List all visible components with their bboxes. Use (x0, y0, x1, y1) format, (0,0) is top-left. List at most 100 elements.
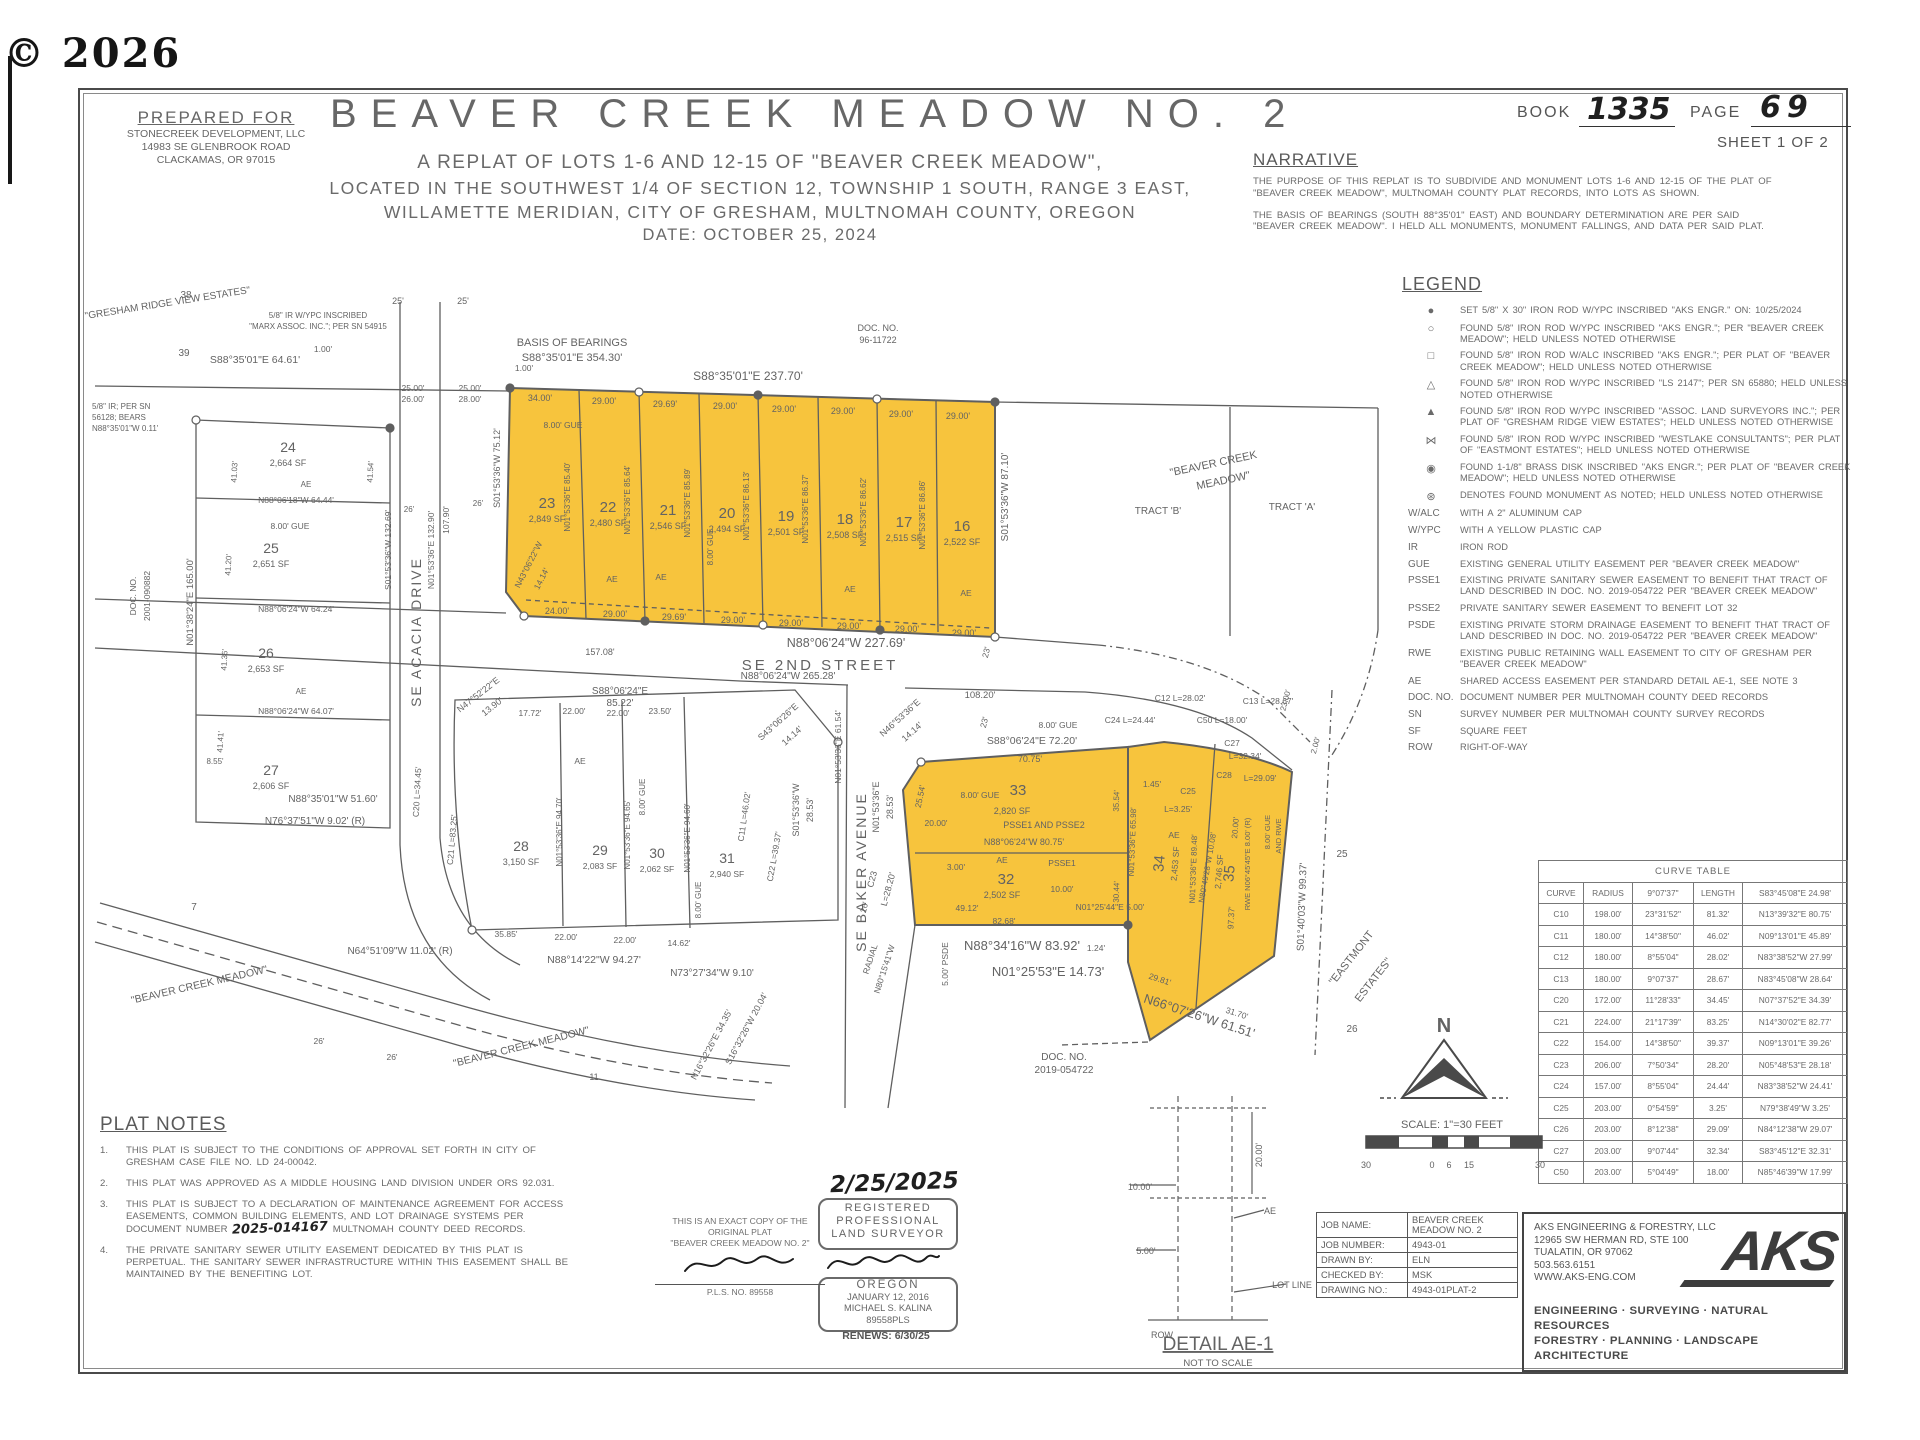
legend-items: ●SET 5/8" X 30" IRON ROD W/YPC INSCRIBED… (1402, 305, 1852, 754)
curve-table-cell: 5°04'49" (1632, 1161, 1694, 1184)
firm-address-line: AKS ENGINEERING & FORESTRY, LLC (1534, 1222, 1716, 1233)
legend-item-text: FOUND 5/8" IRON ROD W/ALC INSCRIBED "AKS… (1460, 350, 1831, 372)
page-value: 69 (1760, 90, 1814, 125)
narrative-heading: NARRATIVE (1253, 150, 1359, 169)
legend-item: △FOUND 5/8" IRON ROD W/YPC INSCRIBED "LS… (1402, 378, 1852, 400)
job-table-value: 4943-01 (1407, 1237, 1518, 1253)
curve-table-cell: 29.09' (1693, 1118, 1743, 1141)
legend-item-text: FOUND 5/8" IRON ROD W/YPC INSCRIBED "ASS… (1460, 406, 1841, 428)
pls-number: P.L.S. NO. 89558 (655, 1284, 825, 1298)
plat-note-text: THIS PLAT IS SUBJECT TO A DECLARATION OF… (126, 1199, 564, 1238)
legend-item-text: EXISTING GENERAL UTILITY EASEMENT PER "B… (1460, 558, 1800, 569)
legend-item: IR IRON ROD (1402, 542, 1852, 553)
legend-symbol-icon: ◉ (1426, 463, 1436, 476)
curve-table-cell: 0°54'59" (1632, 1096, 1694, 1119)
legend-item-text: SURVEY NUMBER PER MULTNOMAH COUNTY SURVE… (1460, 709, 1765, 720)
curve-table-cell: 39.37' (1693, 1032, 1743, 1055)
legend-symbol-icon: ⋈ (1425, 435, 1437, 448)
legend-item-text: EXISTING PRIVATE STORM DRAINAGE EASEMENT… (1460, 619, 1830, 642)
page-label: PAGE (1690, 104, 1742, 121)
curve-table-header-cell: 9°07'37" (1632, 881, 1694, 904)
legend-item-text: DENOTES FOUND MONUMENT AS NOTED; HELD UN… (1460, 489, 1823, 500)
curve-table-cell: 28.02' (1693, 946, 1743, 969)
plat-note-number: 1. (100, 1145, 109, 1156)
legend-item: ●SET 5/8" X 30" IRON ROD W/YPC INSCRIBED… (1402, 305, 1852, 317)
curve-table-cell: 24.44' (1693, 1075, 1743, 1098)
legend-symbol-icon: ▲ (1425, 406, 1437, 419)
legend-symbol-icon: △ (1426, 379, 1436, 392)
job-table-row: JOB NAME:BEAVER CREEK MEADOW NO. 2 (1316, 1212, 1518, 1238)
curve-table-cell: N07°37'52"E 34.39' (1742, 989, 1848, 1012)
legend-item-text: FOUND 1-1/8" BRASS DISK INSCRIBED "AKS E… (1460, 462, 1851, 484)
legend-abbreviation: PSDE (1408, 619, 1436, 631)
prepared-for-line: 14983 SE GLENBROOK ROAD (141, 141, 291, 153)
curve-table-header-cell: CURVE (1538, 881, 1584, 904)
curve-table-cell: 34.45' (1693, 989, 1743, 1012)
curve-table-cell: C11 (1538, 924, 1584, 947)
title-subtitle-line: A REPLAT OF LOTS 1-6 AND 12-15 OF "BEAVE… (417, 152, 1103, 173)
curve-table-cell: 14°38'50" (1632, 1032, 1694, 1055)
curve-table-cell: N14°30'02"E 82.77' (1742, 1010, 1848, 1033)
firm-address-line: 12965 SW HERMAN RD, STE 100 (1534, 1234, 1689, 1246)
curve-table-header-cell: LENGTH (1693, 881, 1743, 904)
legend-item-text: IRON ROD (1460, 541, 1508, 552)
legend-item-text: WITH A 2" ALUMINUM CAP (1460, 508, 1582, 519)
firm-address-line: TUALATIN, OR 97062 (1534, 1247, 1633, 1259)
curve-table-cell: C20 (1538, 989, 1584, 1012)
job-table-value: MSK (1407, 1267, 1518, 1283)
stamp-line: PROFESSIONAL (836, 1215, 940, 1227)
curve-table-cell: N85°46'39"W 17.99' (1742, 1161, 1848, 1184)
curve-table-cell: 11°28'33" (1632, 989, 1694, 1012)
curve-table-cell: 203.00' (1583, 1096, 1633, 1119)
exact-copy-line: "BEAVER CREEK MEADOW NO. 2" (670, 1238, 810, 1248)
curve-table-title: CURVE TABLE (1538, 860, 1848, 883)
stamp-renews: RENEWS: 6/30/25 (842, 1330, 930, 1342)
curve-table-cell: 14°38'50" (1632, 924, 1694, 947)
curve-table-cell: 18.00' (1693, 1161, 1743, 1184)
legend-abbreviation: DOC. NO. (1408, 692, 1454, 704)
plat-note: 2.THIS PLAT WAS APPROVED AS A MIDDLE HOU… (100, 1178, 580, 1190)
firm-address-line: WWW.AKS-ENG.COM (1534, 1272, 1636, 1284)
sheet-frame (78, 88, 1848, 1374)
legend-item-text: SET 5/8" X 30" IRON ROD W/YPC INSCRIBED … (1460, 305, 1802, 315)
legend-item-text: SHARED ACCESS EASEMENT PER STANDARD DETA… (1460, 675, 1798, 686)
narrative-section: NARRATIVE THE PURPOSE OF THIS REPLAT IS … (1253, 150, 1773, 233)
legend-item-text: EXISTING PUBLIC RETAINING WALL EASEMENT … (1460, 647, 1812, 669)
book-value: 1335 (1587, 92, 1671, 127)
curve-table-cell: N13°39'32"E 80.75' (1742, 903, 1848, 926)
legend-abbreviation: IR (1408, 541, 1418, 553)
legend-abbreviation: RWE (1408, 647, 1432, 659)
legend-item: ○FOUND 5/8" IRON ROD W/YPC INSCRIBED "AK… (1402, 323, 1852, 345)
stamp-line: LAND SURVEYOR (831, 1228, 945, 1240)
narrative-paragraph-1: THE PURPOSE OF THIS REPLAT IS TO SUBDIVI… (1253, 176, 1772, 199)
curve-table-cell: 8°55'04" (1632, 946, 1694, 969)
legend-item-text: SQUARE FEET (1460, 725, 1528, 736)
stamp-line: 89558PLS (866, 1314, 910, 1325)
curve-table-cell: C27 (1538, 1139, 1584, 1162)
curve-table-cell: 9°07'44" (1632, 1139, 1694, 1162)
aks-logo: AKS (1719, 1219, 1841, 1282)
curve-table-header-cell: RADIUS (1583, 881, 1633, 904)
legend-item-text: DOCUMENT NUMBER PER MULTNOMAH COUNTY DEE… (1460, 692, 1769, 703)
title-subtitle-line: WILLAMETTE MERIDIAN, CITY OF GRESHAM, MU… (383, 202, 1137, 222)
exact-copy-line: THIS IS AN EXACT COPY OF THE (672, 1216, 808, 1226)
plat-notes-heading: PLAT NOTES (100, 1114, 227, 1135)
curve-table-title-row: CURVE TABLE (1538, 860, 1848, 883)
curve-table-cell: 154.00' (1583, 1032, 1633, 1055)
curve-table-cell: 203.00' (1583, 1161, 1633, 1184)
curve-table-cell: N83°38'52"W 24.41' (1742, 1075, 1848, 1098)
curve-table-cell: 8°12'38" (1632, 1118, 1694, 1141)
legend-symbol-icon: ⊛ (1426, 490, 1436, 503)
prepared-for-line: CLACKAMAS, OR 97015 (156, 154, 276, 166)
firm-address-line: 503.563.6151 (1534, 1259, 1596, 1271)
